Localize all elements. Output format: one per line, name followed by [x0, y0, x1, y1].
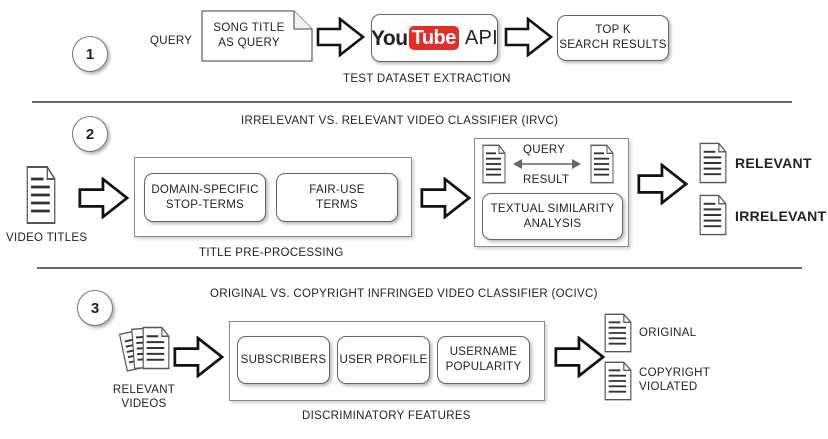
double-arrow-icon [513, 159, 581, 169]
document-icon [482, 144, 506, 184]
discriminatory-features-label: DISCRIMINATORY FEATURES [302, 410, 471, 422]
relevant-label: RELEVANT [735, 155, 812, 171]
arrow-icon [172, 336, 226, 378]
violated-line-1: COPYRIGHT [639, 367, 711, 379]
section-divider [32, 101, 792, 103]
original-label: ORIGINAL [639, 327, 697, 339]
copyright-violated-label: COPYRIGHT VIOLATED [639, 366, 710, 394]
song-title-line-1: SONG TITLE [213, 22, 285, 34]
title-preprocessing-label: TITLE PRE-PROCESSING [199, 247, 344, 259]
document-icon [26, 165, 56, 225]
document-icon [604, 313, 632, 353]
youtube-you-text: You [370, 26, 408, 50]
document-icon [699, 142, 727, 184]
document-icon [590, 144, 614, 184]
ocivc-title: ORIGINAL VS. COPYRIGHT INFRINGED VIDEO C… [210, 288, 598, 300]
relevant-videos-line-2: VIDEOS [121, 398, 167, 410]
query-label: QUERY [150, 35, 193, 47]
song-title-document: SONG TITLE AS QUERY [201, 10, 313, 62]
step-3-number: 3 [90, 299, 100, 317]
arrow-icon [315, 17, 367, 57]
fair-use-line-1: FAIR-USE [309, 183, 365, 196]
youtube-logo: You Tube API [371, 26, 498, 50]
fair-use-line-2: TERMS [316, 198, 358, 211]
domain-terms-line-1: DOMAIN-SPECIFIC [151, 183, 259, 196]
relevant-videos-label: RELEVANT VIDEOS [104, 383, 184, 411]
user-profile-box: USER PROFILE [337, 336, 430, 384]
arrow-icon [636, 163, 690, 205]
document-icon [604, 361, 632, 401]
step-1-number: 1 [85, 45, 95, 63]
similarity-line-2: ANALYSIS [523, 217, 582, 230]
step-3-badge: 3 [77, 290, 113, 326]
domain-terms-line-2: STOP-TERMS [165, 198, 245, 211]
result-compare-label: RESULT [523, 174, 570, 186]
username-line-2: POPULARITY [445, 361, 522, 373]
document-icon [142, 326, 170, 370]
violated-line-2: VIOLATED [639, 381, 698, 393]
arrow-icon [77, 177, 131, 219]
video-titles-label: VIDEO TITLES [6, 232, 88, 244]
query-compare-label: QUERY [523, 144, 566, 156]
similarity-line-1: TEXTUAL SIMILARITY [490, 202, 615, 215]
domain-stop-terms-box: DOMAIN-SPECIFIC STOP-TERMS [144, 173, 266, 222]
username-line-1: USERNAME [449, 346, 518, 358]
top-k-line-2: SEARCH RESULTS [559, 39, 667, 51]
top-k-line-1: TOP K [595, 24, 631, 36]
irvc-title: IRRELEVANT VS. RELEVANT VIDEO CLASSIFIER… [241, 115, 559, 127]
api-text: API [464, 26, 499, 49]
relevant-videos-line-1: RELEVANT [112, 384, 176, 396]
section-divider [37, 267, 802, 269]
document-shape-icon [201, 10, 313, 62]
irrelevant-label: IRRELEVANT [735, 208, 827, 224]
step-1-badge: 1 [72, 36, 108, 72]
username-popularity-box: USERNAME POPULARITY [437, 336, 530, 384]
top-k-results-box: TOP K SEARCH RESULTS [557, 15, 669, 61]
step-2-number: 2 [85, 125, 95, 143]
arrow-icon [503, 17, 555, 57]
arrow-icon [553, 336, 607, 378]
youtube-tube-text: Tube [408, 26, 459, 50]
textual-similarity-box: TEXTUAL SIMILARITY ANALYSIS [482, 193, 623, 240]
fair-use-terms-box: FAIR-USE TERMS [276, 173, 398, 222]
step-2-badge: 2 [72, 116, 108, 152]
song-title-line-2: AS QUERY [218, 37, 280, 49]
subscribers-box: SUBSCRIBERS [237, 336, 330, 384]
document-icon [699, 194, 727, 236]
arrow-icon [419, 177, 473, 219]
youtube-api-box: You Tube API [371, 14, 498, 62]
test-dataset-caption: TEST DATASET EXTRACTION [343, 73, 511, 85]
